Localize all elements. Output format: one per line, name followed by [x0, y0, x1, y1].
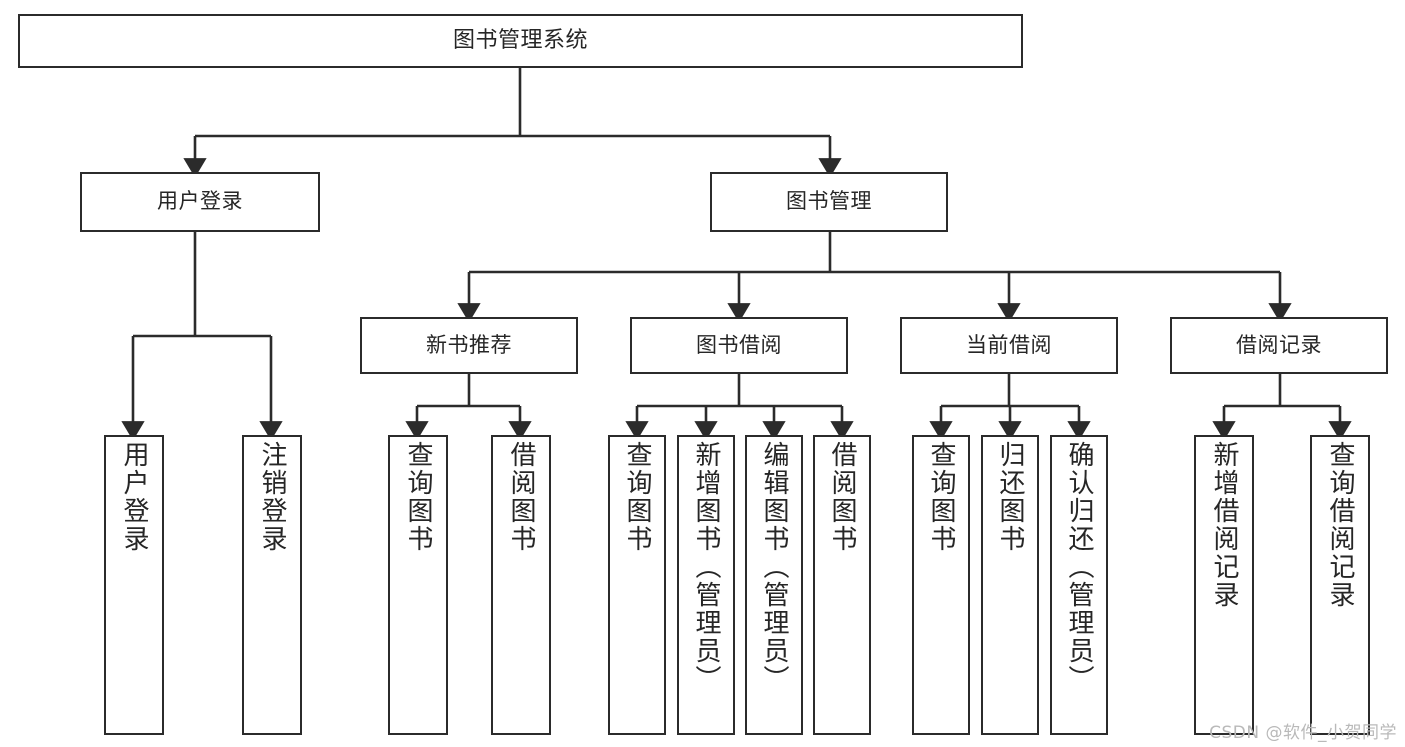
- node-leaf-user-login[interactable]: 用户登录: [104, 435, 164, 735]
- node-label: 图书管理系统: [452, 28, 588, 54]
- node-label: 图书借阅: [696, 332, 782, 357]
- node-leaf-borrow-book-recommend[interactable]: 借阅图书: [491, 435, 551, 735]
- node-label: 图书管理: [786, 189, 872, 214]
- node-current-borrow[interactable]: 当前借阅: [900, 317, 1118, 374]
- node-leaf-return-book[interactable]: 归还图书: [981, 435, 1039, 735]
- node-leaf-add-borrow-record[interactable]: 新增借阅记录: [1194, 435, 1254, 735]
- node-label: 借阅记录: [1236, 332, 1322, 357]
- node-label: 编辑图书（管理员）: [759, 441, 789, 693]
- node-label: 当前借阅: [966, 332, 1052, 357]
- node-label: 归还图书: [995, 441, 1025, 553]
- node-leaf-logout[interactable]: 注销登录: [242, 435, 302, 735]
- node-label: 确认归还（管理员）: [1064, 441, 1094, 693]
- node-user-login[interactable]: 用户登录: [80, 172, 320, 232]
- node-label: 查询图书: [926, 441, 956, 553]
- node-new-book-recommend[interactable]: 新书推荐: [360, 317, 578, 374]
- node-label: 借阅图书: [827, 441, 857, 553]
- node-leaf-query-book-borrow[interactable]: 查询图书: [608, 435, 666, 735]
- node-label: 查询借阅记录: [1325, 441, 1355, 609]
- node-leaf-query-borrow-record[interactable]: 查询借阅记录: [1310, 435, 1370, 735]
- node-borrow-record[interactable]: 借阅记录: [1170, 317, 1388, 374]
- csdn-watermark: CSDN @软件_小贺同学: [1209, 723, 1397, 743]
- node-leaf-confirm-return-admin[interactable]: 确认归还（管理员）: [1050, 435, 1108, 735]
- node-book-management[interactable]: 图书管理: [710, 172, 948, 232]
- node-leaf-edit-book-admin[interactable]: 编辑图书（管理员）: [745, 435, 803, 735]
- node-label: 注销登录: [257, 441, 287, 553]
- node-label: 用户登录: [157, 189, 243, 214]
- node-label: 借阅图书: [506, 441, 536, 553]
- node-leaf-add-book-admin[interactable]: 新增图书（管理员）: [677, 435, 735, 735]
- node-label: 新书推荐: [426, 332, 512, 357]
- node-root-book-management-system[interactable]: 图书管理系统: [18, 14, 1023, 68]
- node-label: 新增图书（管理员）: [691, 441, 721, 693]
- node-leaf-query-book-current[interactable]: 查询图书: [912, 435, 970, 735]
- node-leaf-borrow-book[interactable]: 借阅图书: [813, 435, 871, 735]
- node-label: 查询图书: [622, 441, 652, 553]
- node-label: 查询图书: [403, 441, 433, 553]
- node-book-borrow[interactable]: 图书借阅: [630, 317, 848, 374]
- node-label: 新增借阅记录: [1209, 441, 1239, 609]
- node-leaf-query-book-recommend[interactable]: 查询图书: [388, 435, 448, 735]
- node-label: 用户登录: [119, 441, 149, 553]
